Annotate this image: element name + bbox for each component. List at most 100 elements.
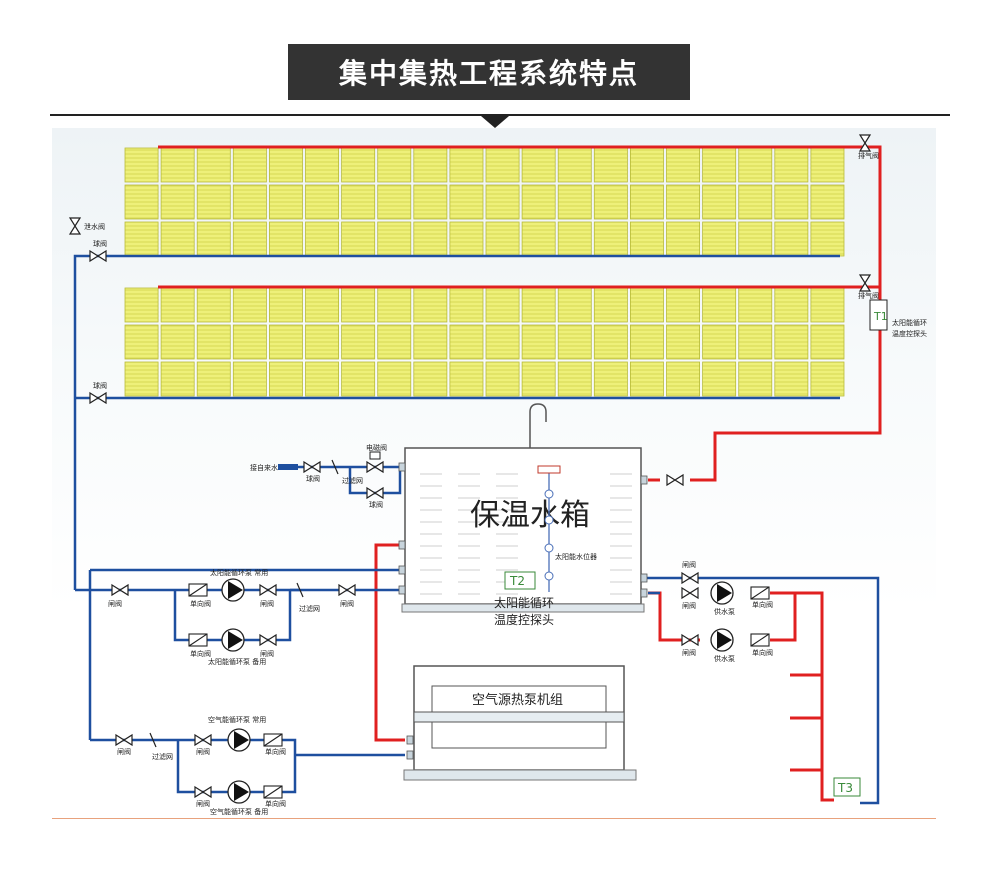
gate-valve-label-5: 闸阀 [682,560,696,569]
collector-panel [160,361,195,397]
collector-panel [413,147,448,183]
collector-panel [557,287,592,323]
solar-pump-backup-icon[interactable] [221,628,245,652]
collector-panel [196,147,231,183]
collector-panel [593,287,628,323]
gate-valve-label-9: 闸阀 [196,747,210,756]
check-valve-icon[interactable] [188,583,208,597]
collector-panel [666,147,700,183]
collector-panel [666,184,700,220]
bypass-ball-valve-icon[interactable] [366,487,384,499]
gate-valve-label-10: 闸阀 [196,799,210,808]
check-valve-icon[interactable] [750,586,770,600]
collector-panel [521,324,556,360]
exhaust-valve-2-icon[interactable] [859,274,871,292]
collector-panel [630,221,664,257]
svg-text:T1: T1 [873,310,888,323]
air-pump-main-icon[interactable] [227,728,251,752]
collector-panel [702,324,737,360]
collector-panel [341,147,376,183]
collector-panel [593,147,628,183]
inlet-ball-valve-icon[interactable] [303,461,321,473]
drain-valve-icon[interactable] [69,217,81,235]
supply-pump-1-icon[interactable] [710,581,734,605]
gate-valve-icon[interactable] [681,572,699,584]
collector-panel [124,221,159,257]
collector-panel [377,324,412,360]
ball-valve-1-icon[interactable] [89,250,107,262]
collector-panel [666,287,700,323]
collector-panel [268,147,303,183]
t1-label-line2: 温度控探头 [892,329,927,338]
collector-panel [557,221,592,257]
collector-panel [738,287,773,323]
solar-pump-main-icon[interactable] [221,578,245,602]
collector-panel [630,184,664,220]
exhaust-valve-2-label: 排气阀 [858,291,879,300]
check-valve-icon[interactable] [263,785,283,799]
gate-valve-icon[interactable] [194,734,212,746]
solar-gate-valve-left-icon[interactable] [111,584,129,596]
collector-panel [702,287,737,323]
check-valve-label-1: 单向阀 [190,599,211,608]
collector-panel [485,287,520,323]
gate-valve-icon[interactable] [681,634,699,646]
svg-text:T3: T3 [837,781,853,795]
return-valve-icon[interactable] [666,474,684,486]
collector-panel [738,147,773,183]
gate-valve-icon[interactable] [681,587,699,599]
collector-panel [268,287,303,323]
supply-pump-2-icon[interactable] [710,628,734,652]
gate-valve-icon[interactable] [259,634,277,646]
collector-panel [268,221,303,257]
collector-panel [196,361,231,397]
heat-pump-unit-label: 空气源热泵机组 [472,692,563,708]
solenoid-valve-icon[interactable] [366,451,384,473]
collector-panel [341,361,376,397]
check-valve-icon[interactable] [750,633,770,647]
collector-panel [413,324,448,360]
gate-valve-icon[interactable] [115,734,133,746]
gate-valve-icon[interactable] [194,786,212,798]
t2-label-line2: 温度控探头 [494,612,554,627]
collector-panel [413,361,448,397]
drain-valve-label: 泄水阀 [84,222,105,231]
collector-panel [160,184,195,220]
bypass-ball-valve-label: 球阀 [369,500,383,509]
air-pump-backup-label: 空气能循环泵 备用 [210,807,268,816]
t1-label-line1: 太阳能循环 [892,318,927,327]
tank-title: 保温水箱 [470,498,590,533]
collector-panel [377,221,412,257]
check-valve-label-5: 单向阀 [265,747,286,756]
collector-panel [702,184,737,220]
gate-valve-label-3: 闸阀 [340,599,354,608]
collector-panel [810,287,845,323]
collector-panel [593,184,628,220]
divider-arrow-icon [481,116,509,128]
level-gauge [537,465,561,592]
gate-valve-icon[interactable] [338,584,356,596]
t2-label-line1: 太阳能循环 [494,595,554,610]
gate-valve-icon[interactable] [259,584,277,596]
collector-panel [124,287,159,323]
collector-panel [485,147,520,183]
collector-panel [774,184,809,220]
check-valve-icon[interactable] [188,633,208,647]
air-pump-backup-icon[interactable] [227,780,251,804]
collector-panel [305,184,339,220]
collector-panel [449,324,484,360]
ball-valve-2-icon[interactable] [89,392,107,404]
exhaust-valve-1-icon[interactable] [859,134,871,152]
solar-pump-backup-label: 太阳能循环泵 备用 [208,657,266,666]
collector-panel [521,287,556,323]
collector-panel [232,361,267,397]
collector-panel [485,324,520,360]
collector-panel [377,287,412,323]
collector-panel [810,324,845,360]
collector-panel [124,361,159,397]
sensor-t3: T3 [833,777,861,797]
sensor-t2: T2 [504,571,536,590]
gate-valve-label-8: 闸阀 [117,747,131,756]
check-valve-icon[interactable] [263,733,283,747]
collector-panel [124,147,159,183]
